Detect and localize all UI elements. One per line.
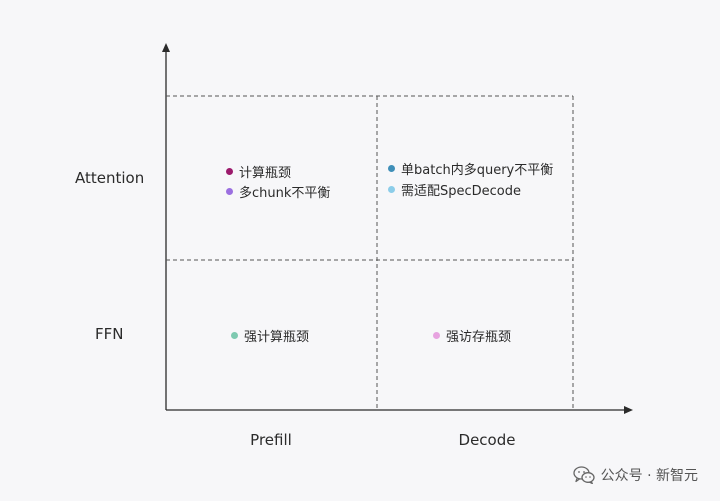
bullet-dot (226, 187, 233, 195)
quadrant-item: 多chunk不平衡 (226, 182, 331, 201)
row-label-attention: Attention (75, 169, 145, 187)
quadrant-item: 强计算瓶颈 (231, 326, 310, 345)
column-label-decode: Decode (458, 431, 516, 449)
bullet-dot (388, 164, 395, 172)
wechat-icon (572, 466, 595, 484)
bullet-dot (433, 331, 440, 339)
quadrant-item: 计算瓶颈 (226, 162, 292, 181)
watermark-text: 公众号 · 新智元 (600, 468, 698, 484)
row-label-ffn: FFN (95, 325, 124, 343)
bullet-dot (231, 331, 238, 339)
watermark: 公众号 · 新智元 (572, 465, 698, 485)
item-text: 计算瓶颈 (239, 165, 292, 181)
quadrant-item: 强访存瓶颈 (433, 326, 512, 345)
item-text: 单batch内多query不平衡 (401, 162, 554, 178)
quadrant-item: 需适配SpecDecode (388, 180, 522, 199)
column-label-prefill: Prefill (250, 431, 292, 449)
bullet-dot (226, 167, 233, 175)
bullet-dot (388, 185, 395, 193)
quadrant-item: 单batch内多query不平衡 (388, 159, 554, 178)
item-text: 强计算瓶颈 (244, 329, 310, 345)
item-text: 多chunk不平衡 (239, 185, 331, 201)
y-axis-arrow (162, 43, 170, 52)
item-text: 强访存瓶颈 (446, 329, 512, 345)
item-text: 需适配SpecDecode (401, 183, 522, 199)
x-axis-arrow (624, 406, 633, 414)
